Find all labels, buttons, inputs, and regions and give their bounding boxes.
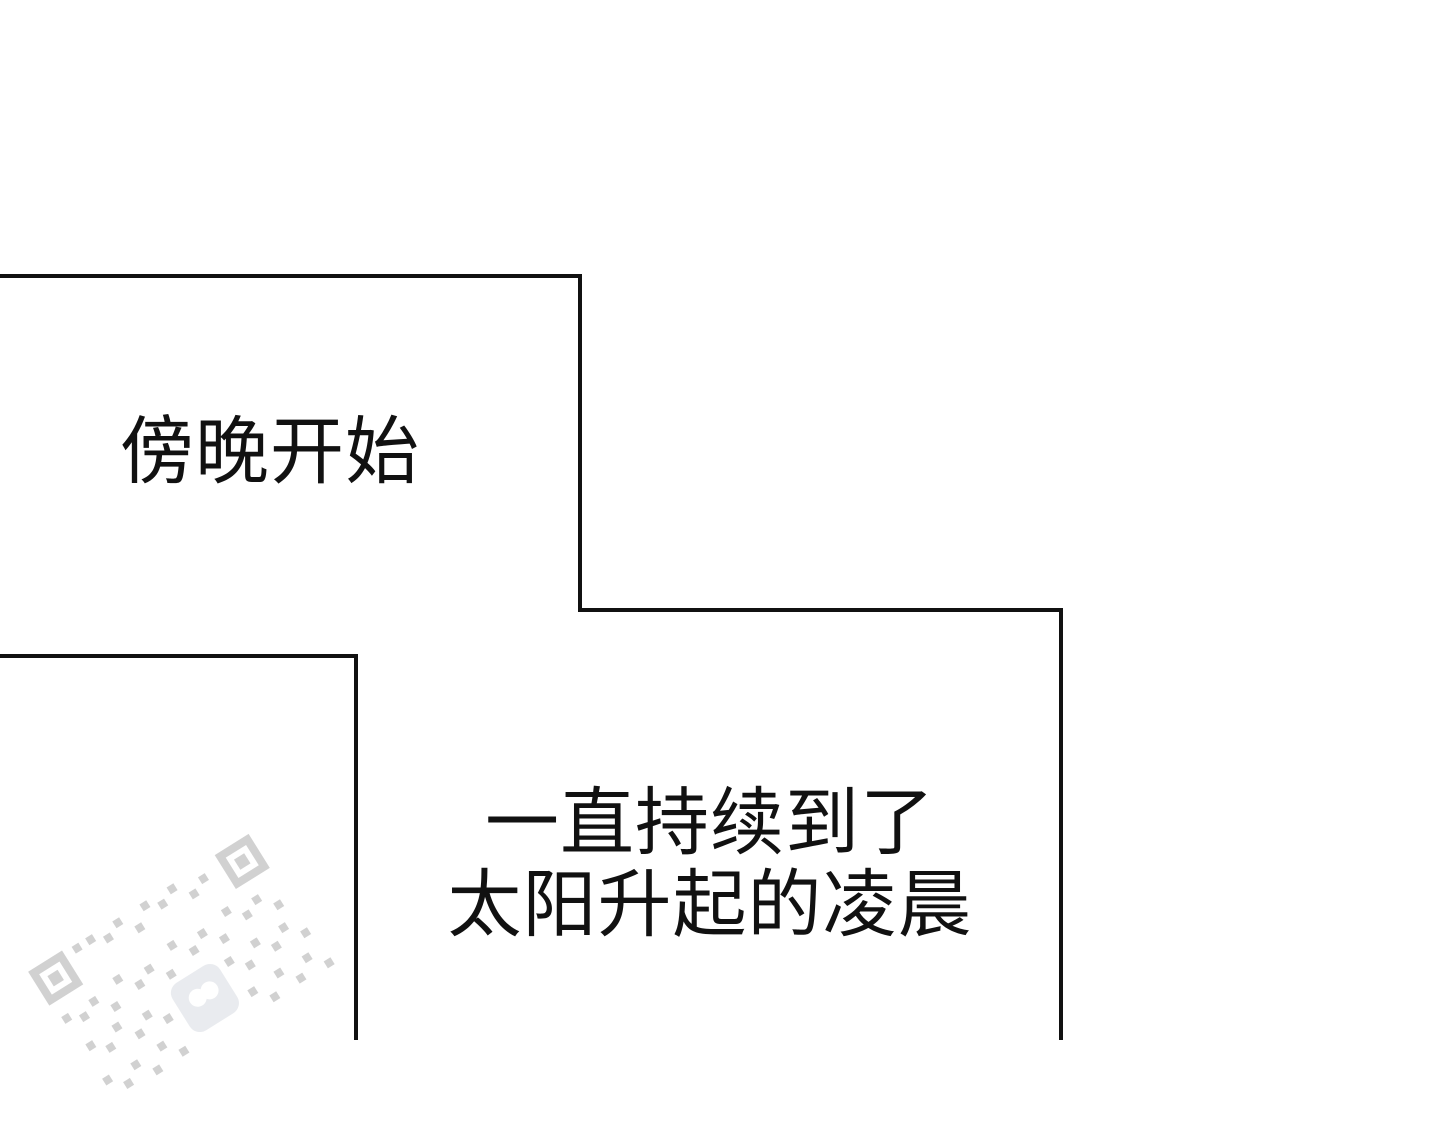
- lower-left-panel-border: [0, 654, 358, 1040]
- caption-evening-start: 傍晚开始: [120, 409, 420, 495]
- caption-until-dawn-line2: 太阳升起的凌晨: [447, 862, 973, 948]
- qr-code-icon: [28, 833, 335, 1089]
- panel-borders: [0, 274, 1063, 1040]
- upper-panel-border: [0, 274, 1063, 1040]
- caption-until-dawn: 一直持续到了 太阳升起的凌晨: [360, 782, 1060, 946]
- caption-until-dawn-line1: 一直持续到了: [485, 780, 935, 866]
